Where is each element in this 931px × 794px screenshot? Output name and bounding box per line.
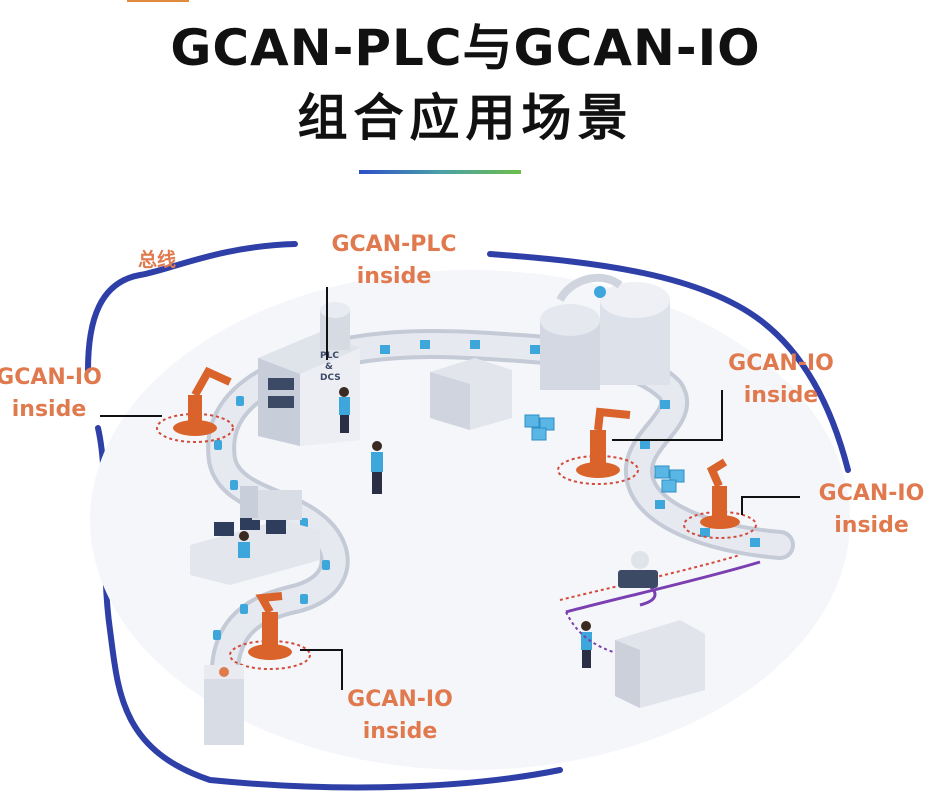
storage-tanks	[540, 273, 670, 390]
title-line-1: GCAN-PLC与GCAN-IO	[170, 19, 761, 77]
label-gcan-plc-line1: GCAN-PLC	[331, 232, 457, 257]
robot-right	[683, 458, 757, 539]
label-gcan-io-right-top-line1: GCAN-IO	[728, 351, 834, 376]
bus-label: 总线	[138, 249, 177, 271]
label-gcan-io-left: GCAN-IO inside	[0, 362, 108, 426]
bottom-machine	[204, 665, 244, 745]
robot-left	[156, 366, 234, 443]
label-gcan-io-bottom-line2: inside	[362, 719, 438, 744]
label-gcan-io-right-bottom-line2: inside	[834, 513, 909, 538]
label-gcan-plc-line2: inside	[356, 264, 432, 289]
leader-lines	[100, 287, 800, 690]
cabinet-text-3: DCS	[320, 373, 341, 383]
label-gcan-io-right-bottom: GCAN-IO inside	[812, 478, 931, 542]
packaging-machine	[615, 620, 705, 708]
title-divider	[359, 170, 521, 174]
control-desk	[190, 486, 320, 585]
label-gcan-io-bottom-line1: GCAN-IO	[347, 687, 453, 712]
cabinet-text-1: PLC	[320, 351, 339, 361]
label-gcan-plc: GCAN-PLC inside	[318, 229, 470, 293]
robot-center	[557, 407, 639, 485]
label-gcan-io-right-bottom-line1: GCAN-IO	[818, 481, 925, 506]
plc-cabinet: PLC & DCS	[258, 302, 360, 446]
products-on-belt	[213, 340, 760, 640]
pallet-boxes	[524, 414, 685, 493]
label-gcan-io-right-top-line2: inside	[743, 383, 819, 408]
label-gcan-io-left-line2: inside	[11, 397, 87, 422]
label-gcan-io-right-top: GCAN-IO inside	[717, 348, 845, 412]
robot-bottom	[229, 592, 311, 670]
center-machine	[430, 358, 512, 430]
label-gcan-io-left-line1: GCAN-IO	[0, 365, 102, 390]
cabinet-text-2: &	[325, 362, 333, 372]
label-gcan-io-bottom: GCAN-IO inside	[336, 684, 464, 748]
top-accent-line	[127, 0, 189, 2]
agv-robot	[618, 551, 658, 588]
title-line-2: 组合应用场景	[297, 89, 634, 147]
